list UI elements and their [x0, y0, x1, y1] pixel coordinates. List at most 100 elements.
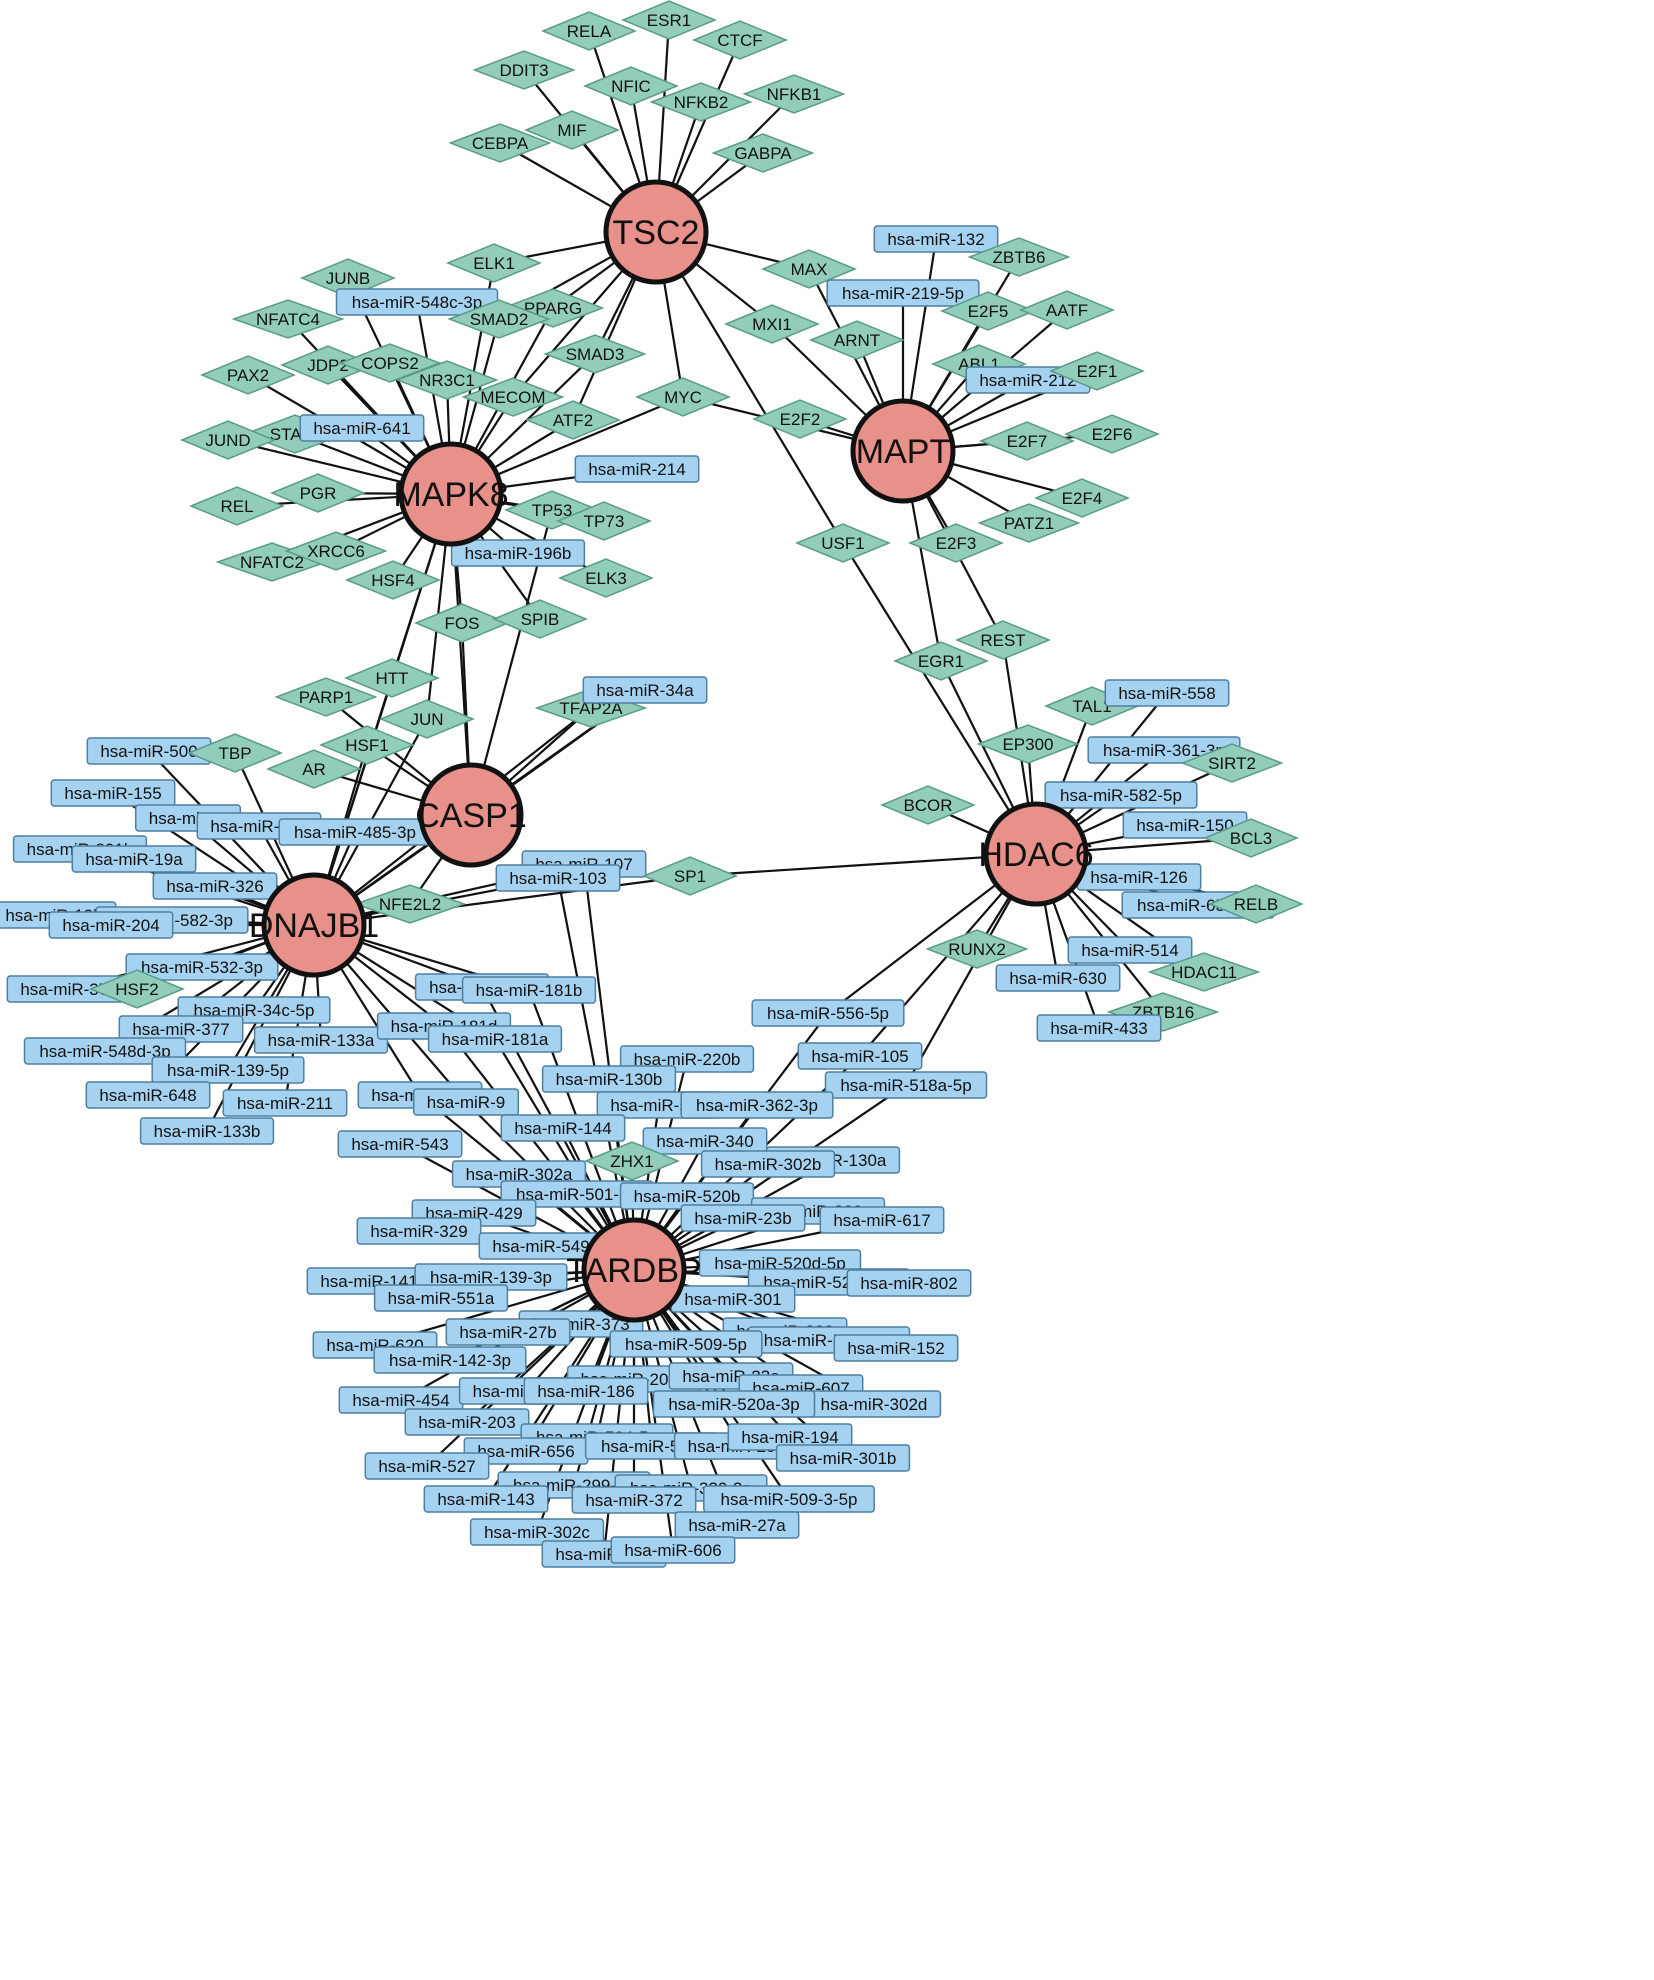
tf-diamond [345, 560, 441, 600]
node-label: hsa-miR-582-5p [1060, 786, 1182, 805]
node-label: DDIT3 [499, 61, 548, 80]
mirna-box [680, 1091, 834, 1119]
node-label: hsa-miR-214 [588, 460, 685, 479]
mirna-box [469, 1518, 605, 1546]
mirna-box [125, 953, 279, 981]
tf-node-bcl3: BCL3 [1203, 818, 1299, 858]
node-label: hsa-miR-302b [715, 1155, 822, 1174]
node-label: hsa-miR-19a [85, 850, 183, 869]
mirna-node-hsa-mir-549: hsa-miR-549 [478, 1232, 604, 1260]
node-label: USF1 [821, 534, 864, 553]
mirna-node-hsa-mir-132: hsa-miR-132 [873, 225, 999, 253]
hub-node-mapt: MAPT [850, 398, 956, 504]
node-label: GABPA [734, 144, 792, 163]
hub-label: MAPT [856, 433, 950, 471]
tf-diamond [447, 299, 551, 339]
mirna-node-hsa-mir-133a: hsa-miR-133a [253, 1026, 389, 1054]
node-label: NFIC [611, 77, 651, 96]
node-label: HSF4 [371, 571, 414, 590]
node-label: hsa-miR-103 [509, 869, 606, 888]
node-label: hsa-miR-509-3-5p [721, 1490, 858, 1509]
tf-diamond [284, 531, 388, 571]
edge-usf1-hdac6 [842, 542, 1037, 855]
node-label: hsa-miR-362-3p [696, 1096, 818, 1115]
mirna-box [775, 1444, 911, 1472]
node-label: hsa-miR-34a [596, 681, 694, 700]
mirna-node-hsa-mir-514: hsa-miR-514 [1067, 936, 1193, 964]
mirna-box [1044, 781, 1198, 809]
hub-label: MAPK8 [393, 476, 508, 514]
tf-node-zbtb6: ZBTB6 [967, 237, 1071, 277]
mirna-box [680, 1204, 806, 1232]
hub-circle [850, 398, 956, 504]
node-label: hsa-miR-326 [166, 877, 263, 896]
mirna-node-hsa-mir-27a: hsa-miR-27a [674, 1511, 800, 1539]
tf-node-pgr: PGR [270, 473, 366, 513]
node-label: MIF [557, 121, 586, 140]
mirna-box [1067, 936, 1193, 964]
tf-node-mif: MIF [524, 110, 620, 150]
tf-node-nr3c1: NR3C1 [395, 360, 499, 400]
mirna-box [427, 1025, 563, 1053]
node-label: E2F7 [1007, 432, 1048, 451]
tf-diamond [187, 733, 283, 773]
tf-node-gabpa: GABPA [711, 133, 815, 173]
mirna-node-hsa-mir-142-3p: hsa-miR-142-3p [373, 1346, 527, 1374]
tf-node-nfkb2: NFKB2 [649, 82, 753, 122]
tf-diamond [967, 237, 1071, 277]
node-label: hsa-miR-302a [466, 1165, 573, 1184]
tf-node-parp1: PARP1 [274, 677, 378, 717]
node-label: SP1 [674, 867, 706, 886]
edge-usf1-tsc2 [655, 231, 844, 544]
tf-node-egr1: EGR1 [893, 641, 989, 681]
mirna-node-hsa-mir-133b: hsa-miR-133b [139, 1117, 275, 1145]
tf-diamond [556, 501, 652, 541]
node-label: hsa-miR-520b [634, 1187, 741, 1206]
node-label: hsa-miR-548d-3p [39, 1042, 170, 1061]
mirna-box [846, 1269, 972, 1297]
node-label: hsa-miR-211 [237, 1094, 333, 1113]
tf-node-e2f7: E2F7 [979, 421, 1075, 461]
mirna-box [71, 845, 197, 873]
node-label: hsa-miR-204 [62, 916, 159, 935]
tf-node-jun: JUN [379, 699, 475, 739]
tf-diamond [635, 377, 731, 417]
tf-diamond [893, 641, 989, 681]
hub-circle [418, 762, 524, 868]
node-label: hsa-miR-301 [684, 1290, 781, 1309]
node-label: hsa-miR-301b [790, 1449, 897, 1468]
tf-diamond [541, 11, 637, 51]
mirna-node-hsa-mir-543: hsa-miR-543 [337, 1130, 463, 1158]
tf-node-nfe2l2: NFE2L2 [353, 884, 467, 924]
node-label: hsa-miR-606 [624, 1541, 721, 1560]
mirna-box [445, 1318, 571, 1346]
mirna-node-hsa-mir-103: hsa-miR-103 [495, 864, 621, 892]
node-label: XRCC6 [307, 542, 365, 561]
node-label: PARP1 [299, 688, 354, 707]
node-label: hsa-miR-9 [427, 1093, 505, 1112]
node-label: PATZ1 [1004, 514, 1054, 533]
mirna-node-hsa-mir-656: hsa-miR-656 [463, 1437, 589, 1465]
node-label: TAL1 [1072, 697, 1111, 716]
node-label: SMAD3 [566, 345, 625, 364]
mirna-box [404, 1408, 530, 1436]
tf-node-elk3: ELK3 [558, 558, 654, 598]
node-label: NR3C1 [419, 371, 475, 390]
node-label: hsa-miR-219-5p [842, 284, 964, 303]
tf-node-xrcc6: XRCC6 [284, 531, 388, 571]
tf-node-cops2: COPS2 [338, 343, 442, 383]
mirna-node-hsa-mir-302a: hsa-miR-302a [451, 1160, 587, 1188]
mirna-node-hsa-mir-509-5p: hsa-miR-509-5p [609, 1330, 763, 1358]
mirna-box [299, 414, 425, 442]
mirna-node-hsa-mir-329: hsa-miR-329 [356, 1217, 482, 1245]
tf-diamond [724, 304, 820, 344]
mirna-box [500, 1114, 626, 1142]
mirna-box [50, 779, 176, 807]
tf-diamond [180, 420, 276, 460]
hub-node-casp1: CASP1 [415, 762, 527, 868]
mirna-node-hsa-mir-606: hsa-miR-606 [610, 1536, 736, 1564]
mirna-box [139, 1117, 275, 1145]
node-label: TP53 [532, 501, 573, 520]
tf-node-tbp: TBP [187, 733, 283, 773]
node-label: REST [980, 631, 1025, 650]
